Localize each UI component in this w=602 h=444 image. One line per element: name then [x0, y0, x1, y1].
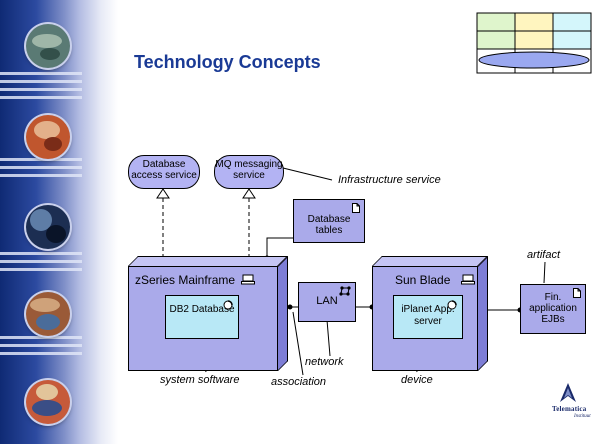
strip-line — [0, 72, 82, 75]
artifact-label: Database tables — [307, 214, 351, 236]
grid-ellipse — [478, 51, 590, 69]
photo-workers — [26, 292, 70, 336]
device-computer-icon — [241, 274, 255, 285]
network-lan[interactable]: LAN — [298, 282, 356, 322]
annotation-network: network — [305, 356, 344, 368]
strip-line — [0, 336, 82, 339]
system-software-label: iPlanet App. server — [401, 304, 455, 327]
network-label: LAN — [316, 295, 338, 307]
strip-line — [0, 344, 82, 347]
node-zseries-mainframe[interactable]: zSeries Mainframe DB2 Database — [128, 266, 278, 371]
annotation-artifact: artifact — [527, 249, 561, 261]
node-top-face — [372, 256, 488, 266]
photo-cables — [26, 24, 70, 68]
artifact-document-icon — [573, 288, 581, 298]
strip-line — [0, 174, 82, 177]
connector-dot — [287, 304, 293, 310]
annotation-pointer — [326, 319, 331, 357]
annotation-pointer — [292, 311, 304, 376]
annotation-pointer — [543, 261, 546, 284]
photo-satellite — [26, 115, 70, 159]
strip-line — [0, 88, 82, 91]
realization-arrowhead — [156, 188, 170, 199]
service-mq-messaging[interactable]: MQ messaging service — [214, 155, 284, 189]
grid-logo — [476, 12, 592, 74]
system-software-label: DB2 Database — [169, 304, 235, 315]
node-label: Sun Blade — [395, 273, 451, 287]
annotation-infrastructure-service: Infrastructure service — [338, 174, 441, 186]
strip-line — [0, 252, 82, 255]
annotation-pointer — [282, 167, 333, 181]
photo-network — [26, 205, 70, 249]
strip-line — [0, 352, 82, 355]
strip-line — [0, 80, 82, 83]
realization-arrowhead — [242, 188, 256, 199]
strip-line — [0, 260, 82, 263]
network-icon — [339, 286, 351, 296]
strip-line — [0, 166, 82, 169]
node-side-face — [278, 256, 288, 371]
annotation-device: device — [401, 374, 433, 386]
node-label: zSeries Mainframe — [135, 273, 236, 287]
service-database-access[interactable]: Database access service — [128, 155, 200, 189]
annotation-system-software: system software — [160, 374, 240, 386]
strip-line — [0, 96, 82, 99]
brand-subname: Instituut — [574, 414, 591, 419]
annotation-association: association — [271, 376, 327, 388]
strip-fade — [80, 0, 118, 444]
strip-line — [0, 268, 82, 271]
node-sun-blade[interactable]: Sun Blade iPlanet App. server — [372, 266, 478, 371]
device-computer-icon — [461, 274, 475, 285]
system-software-db2[interactable]: DB2 Database — [165, 295, 239, 339]
artifact-database-tables[interactable]: Database tables — [293, 199, 365, 243]
system-software-iplanet[interactable]: iPlanet App. server — [393, 295, 463, 339]
artifact-label: Fin. application EJBs — [529, 292, 577, 325]
strip-line — [0, 158, 82, 161]
association-line-db-tables — [266, 232, 295, 258]
slide-title: Technology Concepts — [134, 52, 321, 72]
telematica-logo-icon — [560, 383, 576, 402]
photo-person — [26, 380, 70, 424]
node-side-face — [478, 256, 488, 371]
decorative-side-strip — [0, 0, 118, 444]
artifact-document-icon — [352, 203, 360, 213]
system-software-icon — [447, 300, 457, 310]
system-software-icon — [223, 300, 233, 310]
artifact-fin-application-ejbs[interactable]: Fin. application EJBs — [520, 284, 586, 334]
node-top-face — [128, 256, 288, 266]
brand-name: Telematica — [552, 405, 587, 413]
